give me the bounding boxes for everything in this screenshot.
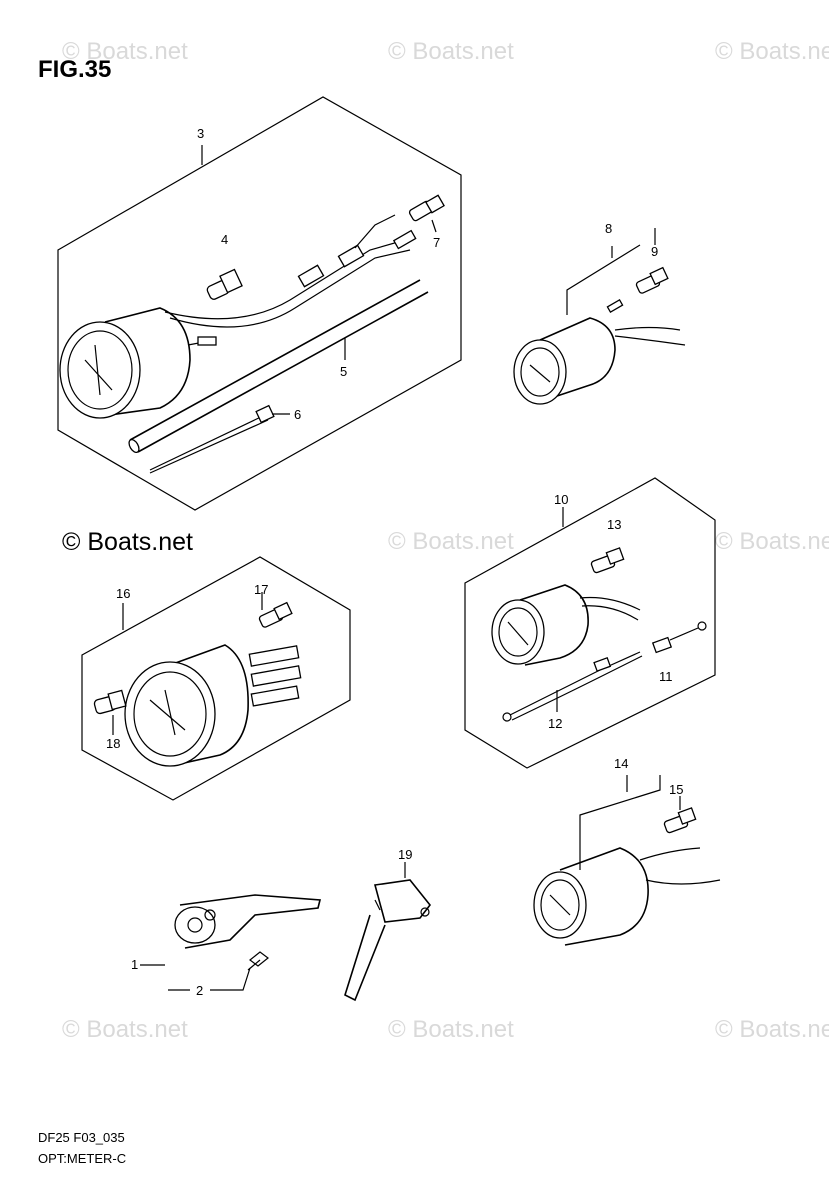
bulb-part-18 xyxy=(93,689,127,715)
callout-18: 18 xyxy=(106,736,120,751)
callout-17: 17 xyxy=(254,582,268,597)
callout-6: 6 xyxy=(294,407,301,422)
gauge-part-16 xyxy=(124,644,302,767)
gauge-part-14 xyxy=(533,847,649,946)
callout-12: 12 xyxy=(548,716,562,731)
figure-title: FIG.35 xyxy=(38,56,112,83)
switch-part-19 xyxy=(344,879,432,1002)
pin-part-6 xyxy=(149,404,275,474)
group-box-10 xyxy=(464,477,716,769)
group-box-16 xyxy=(81,556,351,801)
watermark: © Boats.net xyxy=(388,1016,514,1043)
harness-part-12 xyxy=(502,651,643,722)
callout-13: 13 xyxy=(607,517,621,532)
watermark-main: © Boats.net xyxy=(62,528,193,556)
figure-caption: OPT:METER-C xyxy=(38,1151,127,1166)
watermark: © Boats.net xyxy=(62,1016,188,1043)
bulb-part-13 xyxy=(590,547,625,574)
watermark: © Boats.net xyxy=(715,38,829,65)
harness-part-11 xyxy=(651,621,707,654)
watermark: © Boats.net xyxy=(388,38,514,65)
callout-2: 2 xyxy=(196,983,203,998)
callout-10: 10 xyxy=(554,492,568,507)
bulb-part-7 xyxy=(408,194,445,222)
watermark: © Boats.net xyxy=(62,38,188,65)
gauge-part-8 xyxy=(513,299,624,405)
callout-15: 15 xyxy=(669,782,683,797)
watermark: © Boats.net xyxy=(715,528,829,555)
callout-1: 1 xyxy=(131,957,138,972)
callout-8: 8 xyxy=(605,221,612,236)
bracket-part-1 xyxy=(174,894,322,949)
model-code: DF25 F03_035 xyxy=(38,1130,125,1145)
bulb-part-15 xyxy=(663,807,697,834)
callout-14: 14 xyxy=(614,756,628,771)
callout-16: 16 xyxy=(116,586,130,601)
tube-part-5 xyxy=(128,279,429,454)
callout-4: 4 xyxy=(221,232,228,247)
callout-7: 7 xyxy=(433,235,440,250)
callout-3: 3 xyxy=(197,126,204,141)
gauge-part-3 xyxy=(59,307,217,419)
watermark: © Boats.net xyxy=(388,528,514,555)
callout-5: 5 xyxy=(340,364,347,379)
bulb-part-17 xyxy=(258,601,293,628)
bulb-part-4 xyxy=(206,268,243,300)
callout-11: 11 xyxy=(659,669,673,684)
watermark: © Boats.net xyxy=(715,1016,829,1043)
callout-9: 9 xyxy=(651,244,658,259)
screw-part-2 xyxy=(247,951,269,971)
group-box-3 xyxy=(57,96,462,511)
callout-19: 19 xyxy=(398,847,412,862)
gauge-part-10 xyxy=(491,584,589,666)
bulb-part-9 xyxy=(635,266,669,294)
